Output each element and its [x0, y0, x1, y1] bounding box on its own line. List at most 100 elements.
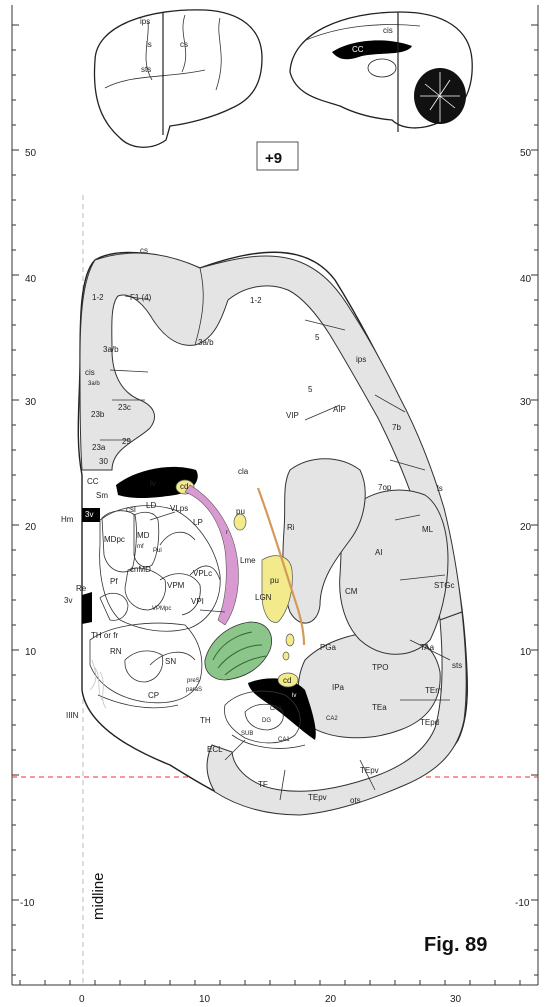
label-pga: PGa	[320, 643, 337, 652]
label-pul: Pul	[153, 548, 162, 554]
label-1-2-lateral: 1-2	[250, 296, 262, 305]
label-iiin: IIIN	[66, 711, 79, 720]
label-3v-ventral: 3v	[64, 596, 72, 605]
label-tf: TF	[258, 780, 268, 789]
label-mf: mf	[137, 544, 144, 550]
label-pu-main: pu	[270, 576, 279, 585]
label-vplc: VPLc	[193, 569, 212, 578]
label-lp: LP	[193, 518, 203, 527]
x-tick-0: 0	[79, 994, 85, 1005]
y-tick-10: 10	[25, 647, 37, 658]
right-ruler	[531, 5, 538, 985]
y-tick-50-right: 50	[520, 148, 532, 159]
label-tepv-lateral: TEpv	[360, 766, 379, 775]
label-vpmpc: VPMpc	[152, 606, 171, 612]
left-ruler	[12, 5, 19, 985]
label-3v-dorsal: 3v	[85, 510, 93, 519]
label-th-cortex: TH	[200, 716, 211, 725]
label-csl: csl	[126, 505, 136, 514]
label-dg: DG	[262, 718, 271, 724]
y-tick-40-right: 40	[520, 274, 532, 285]
label-pf: Pf	[110, 577, 118, 586]
label-vlps: VLps	[170, 504, 188, 513]
thumb-label-ls: ls	[146, 40, 152, 49]
label-ca1: CA1	[278, 737, 290, 743]
label-7op: 7op	[378, 483, 392, 492]
label-ls: ls	[437, 484, 443, 493]
label-tem: TEm	[425, 686, 442, 695]
thumb-label-cc: CC	[352, 45, 364, 54]
label-r: r	[226, 530, 228, 536]
label-taa: TAa	[420, 643, 435, 652]
label-stgc: STGc	[434, 581, 454, 590]
label-tea: TEa	[372, 703, 387, 712]
label-paras: paraS	[186, 687, 202, 693]
label-f1: F1 (4)	[130, 293, 152, 302]
label-cc: CC	[87, 477, 99, 486]
x-tick-30: 30	[450, 994, 462, 1005]
label-23c: 23c	[118, 403, 131, 412]
y-tick-30: 30	[25, 397, 37, 408]
label-cm: CM	[345, 587, 358, 596]
label-3ab-medial: 3a/b	[103, 345, 119, 354]
label-29: 29	[122, 437, 131, 446]
y-tick-40: 40	[25, 274, 37, 285]
label-lv-temporal: lv	[292, 693, 296, 699]
label-ld: LD	[146, 501, 156, 510]
x-tick-20: 20	[325, 994, 337, 1005]
label-hm: Hm	[61, 515, 74, 524]
label-5-upper: 5	[315, 333, 320, 342]
label-tepd: TEpd	[420, 718, 439, 727]
label-7b: 7b	[392, 423, 401, 432]
label-ots: ots	[350, 796, 361, 805]
y-tick-minus10: -10	[20, 898, 35, 909]
label-1-2-medial: 1-2	[92, 293, 104, 302]
label-vip: VIP	[286, 411, 299, 420]
label-ipa: IPa	[332, 683, 345, 692]
label-sm: Sm	[96, 491, 108, 500]
putamen-dorsal	[234, 514, 246, 530]
label-pu-dorsal: pu	[236, 507, 245, 516]
label-mdpc: MDpc	[104, 535, 125, 544]
x-tick-10: 10	[199, 994, 211, 1005]
label-cnmd: cnMD	[130, 565, 151, 574]
label-cs: cs	[140, 246, 148, 255]
thumb-label-sts: sts	[141, 65, 151, 74]
lateral-brain-thumbnail: ips ls cs sts	[94, 10, 262, 147]
label-cd-tail: cd	[283, 676, 291, 685]
label-ecl: ECL	[207, 745, 223, 754]
label-23a: 23a	[92, 443, 106, 452]
y-tick-20-right: 20	[520, 522, 532, 533]
label-rn: RN	[110, 647, 122, 656]
label-cp: CP	[148, 691, 159, 700]
medial-brain-thumbnail: cis CC	[290, 12, 472, 132]
label-lv-dorsal: lv	[150, 479, 156, 488]
label-30: 30	[99, 457, 108, 466]
thumb-label-cis: cis	[383, 26, 393, 35]
label-sub: SUB	[241, 731, 253, 737]
label-3ab-dorsal: 3a/b	[198, 338, 214, 347]
third-ventricle-ventral	[82, 592, 92, 624]
label-3ab-cingulate: 3a/b	[88, 381, 100, 387]
label-ips: ips	[356, 355, 366, 364]
y-tick-30-right: 30	[520, 397, 532, 408]
label-tepv-ventral: TEpv	[308, 793, 327, 802]
label-vpm: VPM	[167, 581, 185, 590]
label-sn: SN	[165, 657, 176, 666]
y-tick-50: 50	[25, 148, 37, 159]
thumb-label-cs: cs	[180, 40, 188, 49]
bottom-ruler	[12, 980, 538, 985]
label-lme: Lme	[240, 556, 256, 565]
thumb-label-ips: ips	[140, 17, 150, 26]
label-5-lower: 5	[308, 385, 313, 394]
label-sts: sts	[452, 661, 462, 670]
section-label: +9	[265, 150, 282, 167]
label-pres: preS	[187, 678, 200, 684]
label-ai: AI	[375, 548, 383, 557]
y-tick-20: 20	[25, 522, 37, 533]
label-md: MD	[137, 531, 150, 540]
label-ri: Ri	[287, 523, 295, 532]
midline-label: midline	[90, 872, 107, 920]
